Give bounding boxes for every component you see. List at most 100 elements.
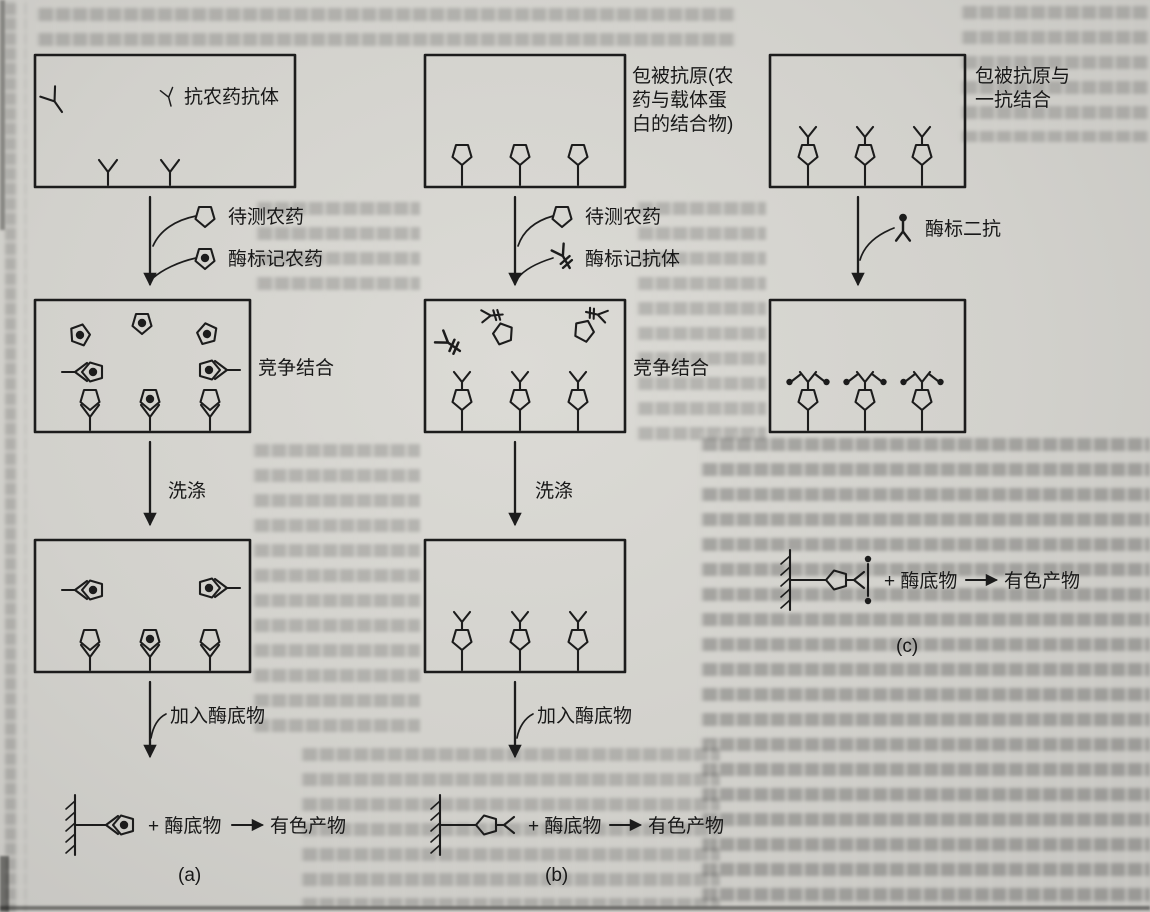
antigen-antibody-secondary-complex-icon [843,372,886,430]
panel-caption: (b) [545,865,568,886]
result-text: 有色产物 [648,815,724,837]
solid-phase-wall-icon [779,548,792,612]
well-plate [423,53,627,189]
bleed-texture-left-margin [0,0,26,912]
antibody-enzyme-pesticide-complex-icon [141,390,160,430]
antigen-antibody-complex-icon [913,127,932,185]
antibody-pesticide-complex-icon [81,630,100,670]
antigen-antibody-complex-icon [511,372,530,430]
panel-c [768,53,999,612]
antigen-antibody-complex-icon [806,571,864,590]
bleed-texture-bottom [300,742,720,907]
legend-hook-line [152,257,197,279]
enzyme-pesticide-icon [68,323,93,348]
well-plate [423,538,627,674]
antibody-enzyme-pesticide-complex-icon [141,630,160,670]
antibody-icon [97,158,119,187]
legend-hook-line [859,227,895,261]
enzyme-dot-icon [864,555,872,563]
well-plate [33,298,252,434]
enzyme-antibody-icon [433,329,466,359]
coat-label-b: 白的结合物) [632,113,733,135]
bleed-texture-mid-left [252,438,420,743]
antigen-antibody-complex-icon [456,816,514,835]
pesticide-enzyme-antibody-complex-icon [480,307,517,349]
antigen-antibody-complex-icon [453,612,472,670]
antibody-pesticide-complex-icon [201,390,220,430]
coat-label-c: 一抗结合 [975,89,1051,111]
coated-antigen-icon [569,145,588,185]
coated-antigen-icon [453,145,472,185]
coated-antigen-icon [511,145,530,185]
coat-label-a: 抗农药抗体 [184,86,279,108]
diagram-labels: 抗农药抗体 待测农药 酶标记农药 竞争结合 洗涤 加入酶底物 + 酶底物 有色产… [148,65,1080,886]
legend-hook-line [150,713,167,739]
legend-hook-line [516,713,534,739]
result-text: 有色产物 [270,815,346,837]
legend-hook-line [517,215,554,247]
antibody-enzyme-pesticide-complex-icon [62,581,102,600]
legend-hook-line [152,215,197,247]
antigen-antibody-complex-icon [453,372,472,430]
well-plate [768,298,967,434]
result-text: 有色产物 [1004,570,1080,592]
pesticide-enzyme-antibody-complex-icon [571,305,609,345]
legend-label: 酶标记抗体 [585,248,680,270]
substrate-label: 加入酶底物 [537,705,632,727]
antibody-icon [39,85,71,119]
legend-label: 待测农药 [585,206,661,228]
legend-label: 酶标二抗 [925,218,1001,240]
panel-a [33,53,297,857]
legend-label: 酶标记农药 [228,248,323,270]
well-plate [33,538,252,674]
enzyme-secondary-antibody-icon [894,212,912,242]
bleed-texture-right-block [700,432,1150,910]
substrate-label: 加入酶底物 [170,705,265,727]
compete-label: 竞争结合 [633,357,709,379]
antigen-antibody-secondary-complex-icon [786,372,829,430]
well-plate [33,53,297,189]
antigen-antibody-complex-icon [856,127,875,185]
bleed-texture-mid-right [636,196,766,441]
enzyme-dot-icon [864,597,872,605]
well-plate [768,53,967,189]
antibody-enzyme-pesticide-complex-icon [200,361,240,380]
antibody-enzyme-pesticide-complex-icon [93,816,133,835]
antigen-antibody-complex-icon [799,127,818,185]
antibody-enzyme-pesticide-complex-icon [62,363,102,382]
bleed-texture-top-right [960,0,1150,142]
antigen-antibody-complex-icon [569,372,588,430]
pesticide-icon [194,205,216,229]
coat-label-b: 药与载体蛋 [632,89,727,111]
antibody-pesticide-complex-icon [201,630,220,670]
antigen-antibody-complex-icon [569,612,588,670]
enzyme-pesticide-icon [196,249,215,269]
enzyme-antibody-icon [550,242,577,273]
result-text: + 酶底物 [528,815,601,837]
legend-label: 待测农药 [228,206,304,228]
legend-hook-line [517,257,554,279]
wash-label: 洗涤 [535,480,573,502]
pesticide-icon [551,205,573,229]
bleed-texture-top [36,2,736,48]
antibody-pesticide-complex-icon [81,390,100,430]
panel-caption: (a) [178,865,201,886]
enzyme-pesticide-icon [133,314,152,334]
well-plate [423,298,627,434]
compete-label: 竞争结合 [258,357,334,379]
antibody-icon [159,86,178,109]
antigen-antibody-complex-icon [511,612,530,670]
enzyme-pesticide-icon [194,322,220,348]
antibody-icon [159,158,181,187]
panel-b [423,53,643,857]
result-text: + 酶底物 [148,815,221,837]
bleed-texture-mid-gap [255,196,420,296]
antigen-antibody-secondary-complex-icon [900,372,943,430]
wash-label: 洗涤 [168,480,206,502]
coat-label-c: 包被抗原与 [975,65,1070,87]
solid-phase-wall-icon [64,793,77,857]
panel-caption: (c) [896,636,918,657]
antibody-enzyme-pesticide-complex-icon [200,579,240,598]
